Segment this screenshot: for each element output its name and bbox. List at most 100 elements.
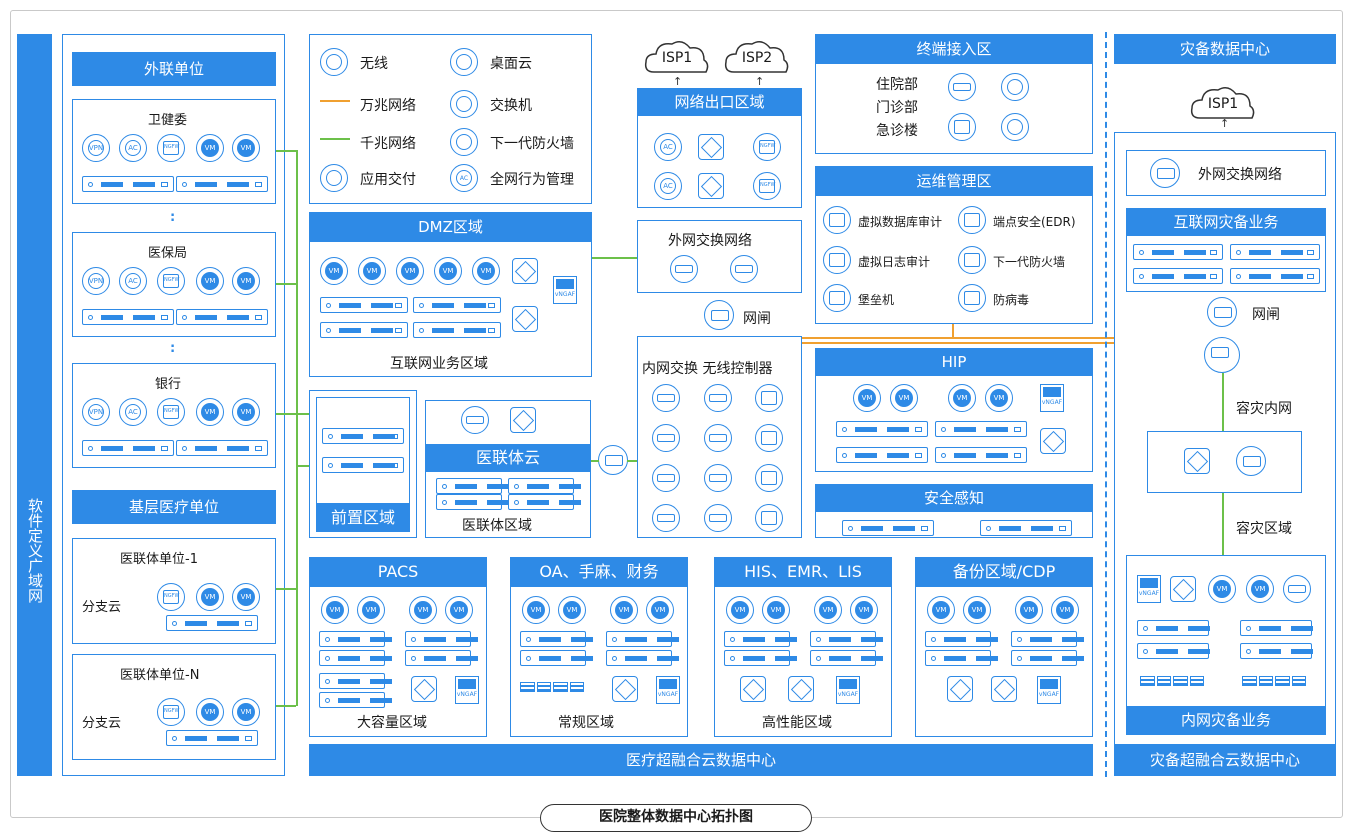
switch-icon (652, 464, 680, 492)
alliance-unit-n-name: 医联体单位-N (120, 668, 200, 683)
ngfw-icon (958, 246, 986, 274)
dmz-title: DMZ区域 (309, 212, 592, 242)
alliance-cloud-caption: 医联体区域 (462, 518, 532, 534)
server-icon (810, 650, 883, 666)
app-delivery-icon (510, 407, 536, 433)
ten-gigabit-link (952, 324, 954, 337)
unit-yibaoju-name: 医保局 (148, 246, 188, 261)
core-uplink-switch-icon (598, 445, 628, 475)
vngaf-icon: vNGAF (1040, 384, 1064, 412)
vm-icon: VM (985, 384, 1013, 412)
server-icon (935, 421, 1027, 437)
desktop-cloud-icon (1001, 113, 1029, 141)
server-icon (842, 520, 934, 536)
vm-icon: VM (232, 398, 260, 426)
app-delivery-icon (788, 676, 814, 702)
vm-icon: VM (1051, 596, 1079, 624)
server-icon (606, 631, 679, 647)
switch-icon (1150, 158, 1180, 188)
ten-gigabit-line (320, 100, 350, 102)
vm-icon: VM (610, 596, 638, 624)
ngfw-icon: NGFW (157, 267, 185, 295)
server-icon (980, 520, 1072, 536)
gigabit-link (296, 465, 310, 467)
gigabit-link (276, 705, 296, 707)
ngfw-icon: NGFW (157, 698, 185, 726)
server-icon (166, 615, 258, 631)
ten-gigabit-link (802, 342, 1202, 344)
vm-icon: VM (472, 257, 500, 285)
primary-care-title: 基层医疗单位 (72, 490, 276, 524)
dr-isp1-label: ISP1 (1207, 96, 1239, 112)
server-icon (405, 650, 478, 666)
ac-icon: AC (450, 164, 478, 192)
desktop-cloud-icon (450, 48, 478, 76)
service-zone (915, 557, 1093, 737)
server-icon (606, 650, 679, 666)
switch-icon (652, 424, 680, 452)
core-title: 内网交换 无线控制器 (642, 361, 773, 377)
server-icon (935, 447, 1027, 463)
server-icon (836, 421, 928, 437)
front-zone-title: 前置区域 (316, 503, 410, 532)
bastion-icon (823, 284, 851, 312)
vm-icon: VM (196, 134, 224, 162)
vm-icon: VM (726, 596, 754, 624)
vm-icon: VM (762, 596, 790, 624)
external-units-title: 外联单位 (72, 52, 276, 86)
legend-label: 全网行为管理 (490, 172, 574, 188)
alliance-unit-n-sub: 分支云 (82, 716, 122, 731)
ac-icon: AC (654, 133, 682, 161)
legend-label: 桌面云 (490, 56, 532, 72)
ops-item-label: 虚拟数据库审计 (858, 215, 943, 229)
server-icon (413, 297, 501, 313)
sdwan-side-label: 软件定义广域网 (17, 34, 52, 776)
vm-icon: VM (890, 384, 918, 412)
switch-icon (704, 424, 732, 452)
wireless-controller-icon (755, 464, 783, 492)
gigabit-link (276, 150, 296, 152)
vm-icon: VM (1246, 575, 1274, 603)
gigabit-link (1222, 493, 1224, 555)
gigabit-line (320, 138, 350, 140)
ac-icon: AC (119, 134, 147, 162)
ac-icon: AC (119, 398, 147, 426)
switch-icon (450, 90, 478, 118)
server-icon (320, 322, 408, 338)
service-zone (714, 557, 892, 737)
vm-icon: VM (814, 596, 842, 624)
switch-icon (670, 255, 698, 283)
server-icon (176, 176, 268, 192)
app-delivery-icon (1170, 576, 1196, 602)
server-icon (319, 673, 392, 689)
ops-item-label: 堡垒机 (858, 293, 895, 307)
server-icon (508, 478, 581, 494)
legend-label: 下一代防火墙 (490, 136, 574, 152)
dc-footer: 医疗超融合云数据中心 (309, 744, 1093, 776)
gigabit-link (296, 150, 298, 706)
switch-icon (730, 255, 758, 283)
service-zone-title: HIS、EMR、LIS (714, 557, 892, 587)
vm-icon: VM (948, 384, 976, 412)
app-delivery-icon (512, 306, 538, 332)
alliance-unit-1-name: 医联体单位-1 (120, 552, 198, 567)
server-icon (176, 440, 268, 456)
ngfw-icon: NGFW (157, 398, 185, 426)
wireless-controller-icon (755, 384, 783, 412)
vm-icon: VM (522, 596, 550, 624)
dr-zone-label: 容灾区域 (1236, 521, 1292, 537)
server-icon (1011, 650, 1084, 666)
server-icon (405, 631, 478, 647)
server-icon (724, 650, 797, 666)
gatekeeper-label: 网闸 (743, 311, 771, 327)
ops-item-label: 虚拟日志审计 (858, 255, 931, 269)
arrow-up-icon: ↑ (755, 75, 765, 88)
vm-icon: VM (232, 583, 260, 611)
isp2-cloud: ISP2 (722, 38, 792, 78)
diagram-caption: 医院整体数据中心拓扑图 (540, 804, 812, 832)
legend-label: 交换机 (490, 98, 532, 114)
switch-icon (652, 504, 680, 532)
gigabit-link (276, 588, 296, 590)
server-icon (1230, 244, 1320, 260)
antivirus-icon (958, 284, 986, 312)
